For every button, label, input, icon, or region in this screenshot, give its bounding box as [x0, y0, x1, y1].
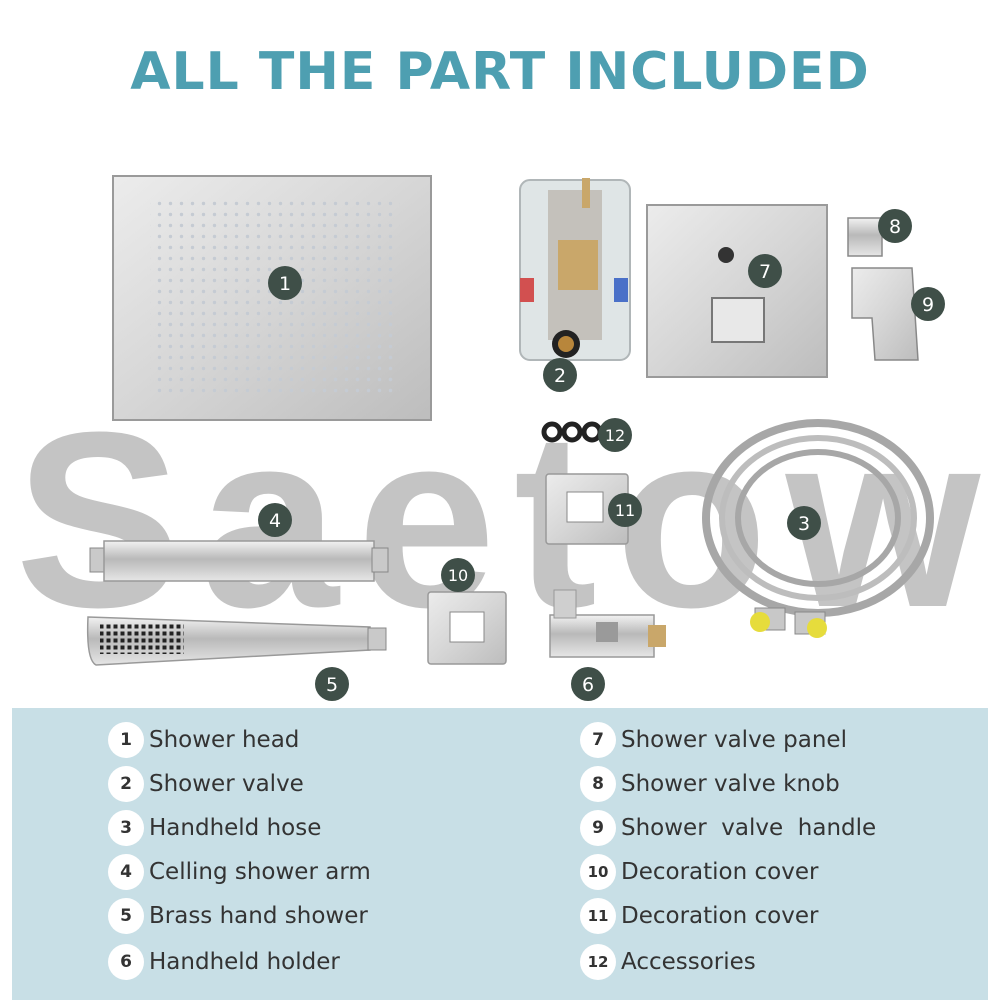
legend-item-10: 10 Decoration cover [580, 854, 818, 890]
svg-text:4: 4 [269, 510, 281, 532]
legend-label: Shower valve panel [621, 727, 847, 753]
svg-text:11: 11 [615, 501, 635, 520]
callout-8: 8 [878, 209, 912, 243]
callout-4: 4 [258, 503, 292, 537]
legend-number: 1 [108, 722, 144, 758]
svg-text:5: 5 [326, 674, 338, 696]
accessories-washers-image [541, 421, 603, 443]
page-title: ALL THE PART INCLUDED [130, 42, 870, 102]
svg-text:2: 2 [554, 365, 566, 387]
legend-number: 10 [580, 854, 616, 890]
legend-label: Celling shower arm [149, 859, 371, 885]
handheld-holder-image [549, 589, 666, 658]
callout-3: 3 [787, 506, 821, 540]
callout-5: 5 [315, 667, 349, 701]
legend-item-7: 7 Shower valve panel [580, 722, 847, 758]
callout-1: 1 [268, 266, 302, 300]
callout-2: 2 [543, 358, 577, 392]
legend-item-11: 11 Decoration cover [580, 898, 818, 934]
shower-arm-image [89, 540, 389, 582]
legend-number: 2 [108, 766, 144, 802]
legend-item-9: 9 Shower valve handle [580, 810, 876, 846]
svg-text:8: 8 [889, 216, 901, 238]
legend-number: 7 [580, 722, 616, 758]
legend-number: 12 [580, 944, 616, 980]
callout-10: 10 [441, 558, 475, 592]
svg-text:10: 10 [448, 566, 468, 585]
parts-illustration: 1 2 3 4 5 6 7 8 9 10 11 12 [86, 175, 945, 701]
svg-text:7: 7 [759, 261, 771, 283]
svg-text:9: 9 [922, 294, 934, 316]
legend-item-5: 5 Brass hand shower [108, 898, 368, 934]
legend-label: Handheld holder [149, 949, 340, 975]
legend-number: 8 [580, 766, 616, 802]
legend-label: Accessories [621, 949, 756, 975]
valve-handle-image [851, 267, 919, 361]
legend-item-4: 4 Celling shower arm [108, 854, 371, 890]
svg-text:12: 12 [605, 426, 625, 445]
legend-number: 4 [108, 854, 144, 890]
legend-item-3: 3 Handheld hose [108, 810, 321, 846]
legend-label: Decoration cover [621, 903, 819, 929]
legend-label: Handheld hose [149, 815, 322, 841]
callout-12: 12 [598, 418, 632, 452]
legend-label: Shower valve [149, 771, 304, 797]
legend-item-12: 12 Accessories [580, 944, 756, 980]
legend-item-2: 2 Shower valve [108, 766, 304, 802]
hand-shower-image [86, 616, 387, 666]
decoration-cover-10-image [427, 591, 507, 665]
legend-label: Shower valve handle [621, 815, 877, 841]
valve-panel-image [646, 204, 828, 378]
svg-text:6: 6 [582, 674, 594, 696]
legend-item-6: 6 Handheld holder [108, 944, 340, 980]
legend-number: 5 [108, 898, 144, 934]
legend-number: 9 [580, 810, 616, 846]
svg-text:3: 3 [798, 513, 810, 535]
legend-number: 11 [580, 898, 616, 934]
handheld-hose-image [702, 419, 934, 638]
callout-9: 9 [911, 287, 945, 321]
callout-6: 6 [571, 667, 605, 701]
legend-label: Shower valve knob [621, 771, 840, 797]
legend-item-1: 1 Shower head [108, 722, 299, 758]
legend-number: 3 [108, 810, 144, 846]
valve-knob-image [847, 217, 883, 257]
shower-head-image [112, 175, 432, 421]
legend-label: Shower head [149, 727, 300, 753]
callout-7: 7 [748, 254, 782, 288]
parts-legend: 1 Shower head 2 Shower valve 3 Handheld … [12, 708, 988, 1000]
shower-valve-image [519, 178, 631, 361]
svg-text:1: 1 [279, 273, 291, 295]
legend-label: Decoration cover [621, 859, 819, 885]
legend-label: Brass hand shower [149, 903, 368, 929]
decoration-cover-11-image [545, 473, 629, 545]
legend-item-8: 8 Shower valve knob [580, 766, 840, 802]
legend-number: 6 [108, 944, 144, 980]
callout-11: 11 [608, 493, 642, 527]
